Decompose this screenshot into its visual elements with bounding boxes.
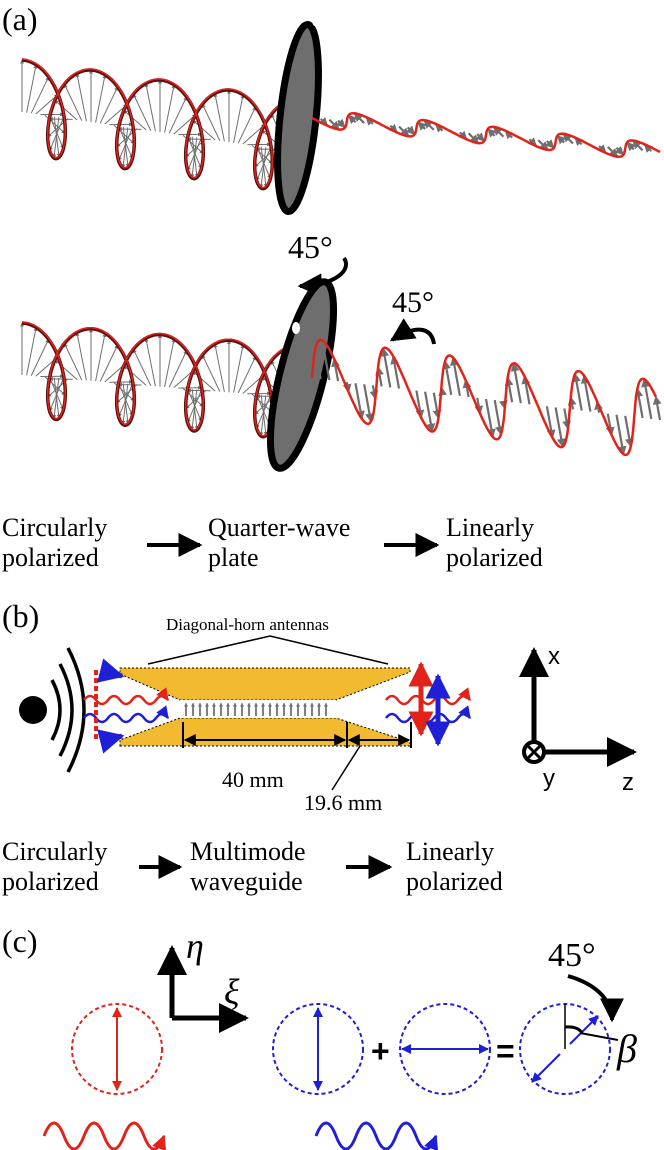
dimension-lines [182,722,412,791]
plate-angle-label: 45° [288,229,333,265]
wave-angle-label: 45° [392,286,434,319]
plus-sign: + [371,1033,390,1069]
linear-polarization-wave-bottom [310,338,662,457]
panel-c-angle-label: 45° [548,937,596,974]
blue-mode-circle-horizontal [399,1003,491,1095]
flow-b-polarized-2: polarized [406,867,503,896]
panel-c-label: (c) [2,923,38,959]
flow-b-waveguide: waveguide [190,867,303,896]
input-circular-wave [83,658,169,754]
axis-z-label: z [622,769,634,796]
axis-eta-label: η [186,926,204,966]
beta-label: β [616,1026,637,1071]
panel-a-label: (a) [2,1,38,37]
coordinate-axes [519,647,637,767]
red-mode-circle [71,1003,163,1095]
flow-a-linearly: Linearly [446,513,534,542]
wave-rotation-arrow [389,318,436,345]
quarter-wave-plate-top [274,14,322,216]
panel-c-rotation-arrow [567,974,624,1023]
flow-b-polarized: polarized [2,867,99,896]
circular-polarization-helix-top [20,58,300,191]
blue-mode-circle-diagonal [519,1003,619,1095]
antenna-bracket [147,635,389,665]
dimension-19-6mm: 19.6 mm [304,790,382,815]
panel-b-label: (b) [2,598,39,634]
waveguide-field-arrows [184,702,328,716]
flow-a-quarter-wave: Quarter-wave [208,513,350,542]
flow-a-plate: plate [208,543,259,572]
blue-mode-wave [314,1121,439,1150]
eta-xi-axes [157,945,249,1033]
flow-a-circularly: Circularly [2,513,107,542]
axis-y-label: y [543,765,555,792]
source-dot [19,696,47,724]
axis-xi-label: ξ [224,972,240,1012]
linear-polarization-wave-top [311,111,661,159]
flow-b-linearly: Linearly [406,837,494,866]
quarter-wave-plate-bottom [266,278,338,472]
antenna-label: Diagonal-horn antennas [166,615,329,634]
output-linear-wave [385,661,471,747]
multimode-waveguide [119,667,411,747]
dimension-40mm: 40 mm [222,767,284,792]
flow-b-multimode: Multimode [190,837,306,866]
equals-sign: = [496,1033,515,1069]
flow-b-circularly: Circularly [2,837,107,866]
red-mode-wave [42,1121,167,1150]
circular-polarization-helix-bottom [20,321,300,439]
axis-x-label: x [548,643,560,670]
flow-a-polarized-2: polarized [446,543,543,572]
source-wavefronts [50,647,86,773]
plate-rotation-arrow [297,256,348,298]
blue-mode-circle-vertical [272,1003,364,1095]
flow-a-polarized: polarized [2,543,99,572]
